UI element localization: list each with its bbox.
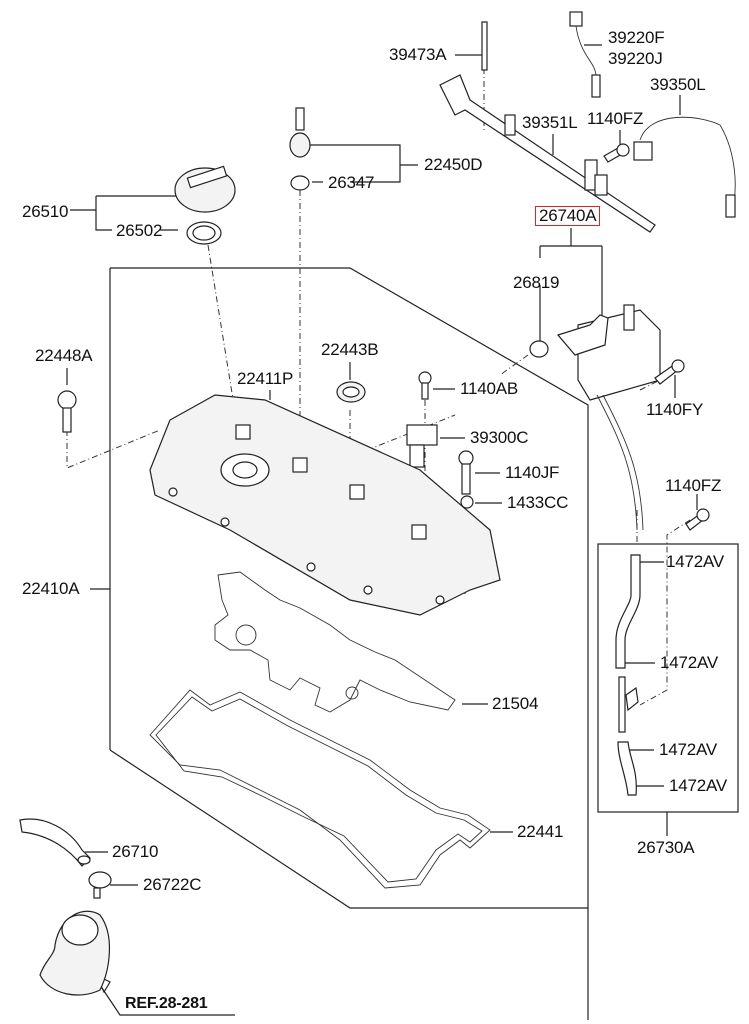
part-label-1140FZ-mid[interactable]: 1140FZ [665, 476, 722, 495]
part-label-39351L[interactable]: 39351L [522, 113, 578, 132]
part-label-1472AV-4[interactable]: 1472AV [669, 776, 728, 795]
part-label-26502[interactable]: 26502 [116, 221, 163, 240]
part-label-1140FY[interactable]: 1140FY [646, 400, 704, 419]
part-label-1140AB[interactable]: 1140AB [460, 379, 519, 398]
part-label-1472AV-1[interactable]: 1472AV [666, 552, 725, 571]
part-label-1472AV-3[interactable]: 1472AV [659, 740, 718, 759]
part-label-22410A[interactable]: 22410A [22, 579, 80, 598]
part-label-26730A[interactable]: 26730A [637, 838, 695, 857]
part-label-22448A[interactable]: 22448A [35, 346, 93, 365]
part-label-22411P[interactable]: 22411P [237, 369, 294, 388]
reference-label-28-281[interactable]: REF.28-281 [125, 995, 208, 1012]
part-label-39350L[interactable]: 39350L [650, 75, 706, 94]
part-label-26510[interactable]: 26510 [22, 202, 69, 221]
part-label-39300C[interactable]: 39300C [470, 428, 529, 447]
part-label-39473A[interactable]: 39473A [389, 45, 447, 64]
part-label-26722C[interactable]: 26722C [143, 875, 202, 894]
part-label-1433CC[interactable]: 1433CC [507, 493, 569, 512]
part-label-22441[interactable]: 22441 [517, 822, 564, 841]
part-label-22450D[interactable]: 22450D [424, 155, 483, 174]
part-label-22443B[interactable]: 22443B [321, 340, 379, 359]
part-label-21504[interactable]: 21504 [492, 694, 539, 713]
part-drawings [19, 11, 736, 996]
part-label-39220J[interactable]: 39220J [608, 49, 663, 68]
part-label-1472AV-2[interactable]: 1472AV [660, 653, 719, 672]
part-label-26710[interactable]: 26710 [112, 842, 159, 861]
part-label-1140JF[interactable]: 1140JF [505, 463, 560, 482]
group-box-26730A [597, 543, 739, 813]
part-label-39220F[interactable]: 39220F [608, 28, 665, 47]
group-outline-22410A [109, 267, 589, 1020]
part-label-26819[interactable]: 26819 [513, 273, 560, 292]
part-label-26347[interactable]: 26347 [328, 173, 375, 192]
part-label-1140FZ-top[interactable]: 1140FZ [587, 109, 644, 128]
part-label-26740A-highlighted[interactable]: 26740A [535, 206, 601, 226]
